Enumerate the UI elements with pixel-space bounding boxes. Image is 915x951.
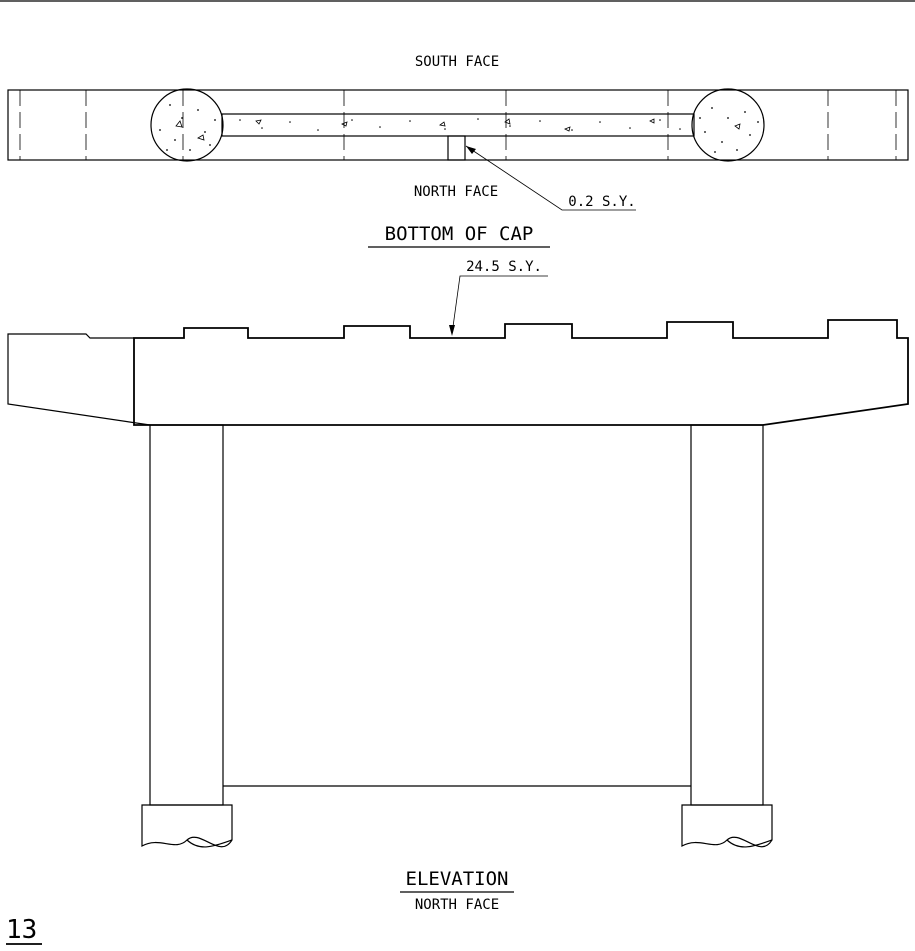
callout-leader-large	[451, 275, 548, 335]
cap-web-plan	[221, 113, 695, 137]
north-face-label: NORTH FACE	[414, 184, 498, 200]
cap-repair-area	[133, 319, 909, 426]
callout-arrowhead-large	[449, 325, 455, 336]
left-column	[149, 424, 224, 806]
callout-arrowhead-small	[466, 146, 476, 154]
south-face-label: SOUTH FACE	[415, 54, 499, 70]
callout-small-text: 0.2 S.Y.	[568, 194, 635, 210]
elevation-subtitle: NORTH FACE	[415, 897, 499, 913]
plan-title: BOTTOM OF CAP	[385, 223, 534, 245]
elevation-view: 24.5 S.Y. ELEVATION NORTH FACE	[7, 259, 909, 913]
callout-leader-small	[465, 145, 636, 211]
callout-large-text: 24.5 S.Y.	[466, 259, 542, 275]
right-column	[690, 424, 764, 806]
left-pile-break-curve	[186, 839, 233, 848]
repair-area-small	[447, 135, 466, 161]
concrete-texture	[159, 104, 759, 153]
sheet-number: 13	[6, 915, 37, 945]
elevation-title: ELEVATION	[406, 868, 509, 890]
cap-left-overhang	[7, 333, 151, 426]
plan-view: SOUTH FACE	[7, 54, 909, 248]
left-column-plan	[150, 88, 224, 162]
right-column-plan	[691, 88, 765, 162]
right-pile-break-curve	[726, 839, 773, 848]
cap-outline-plan	[7, 89, 909, 161]
